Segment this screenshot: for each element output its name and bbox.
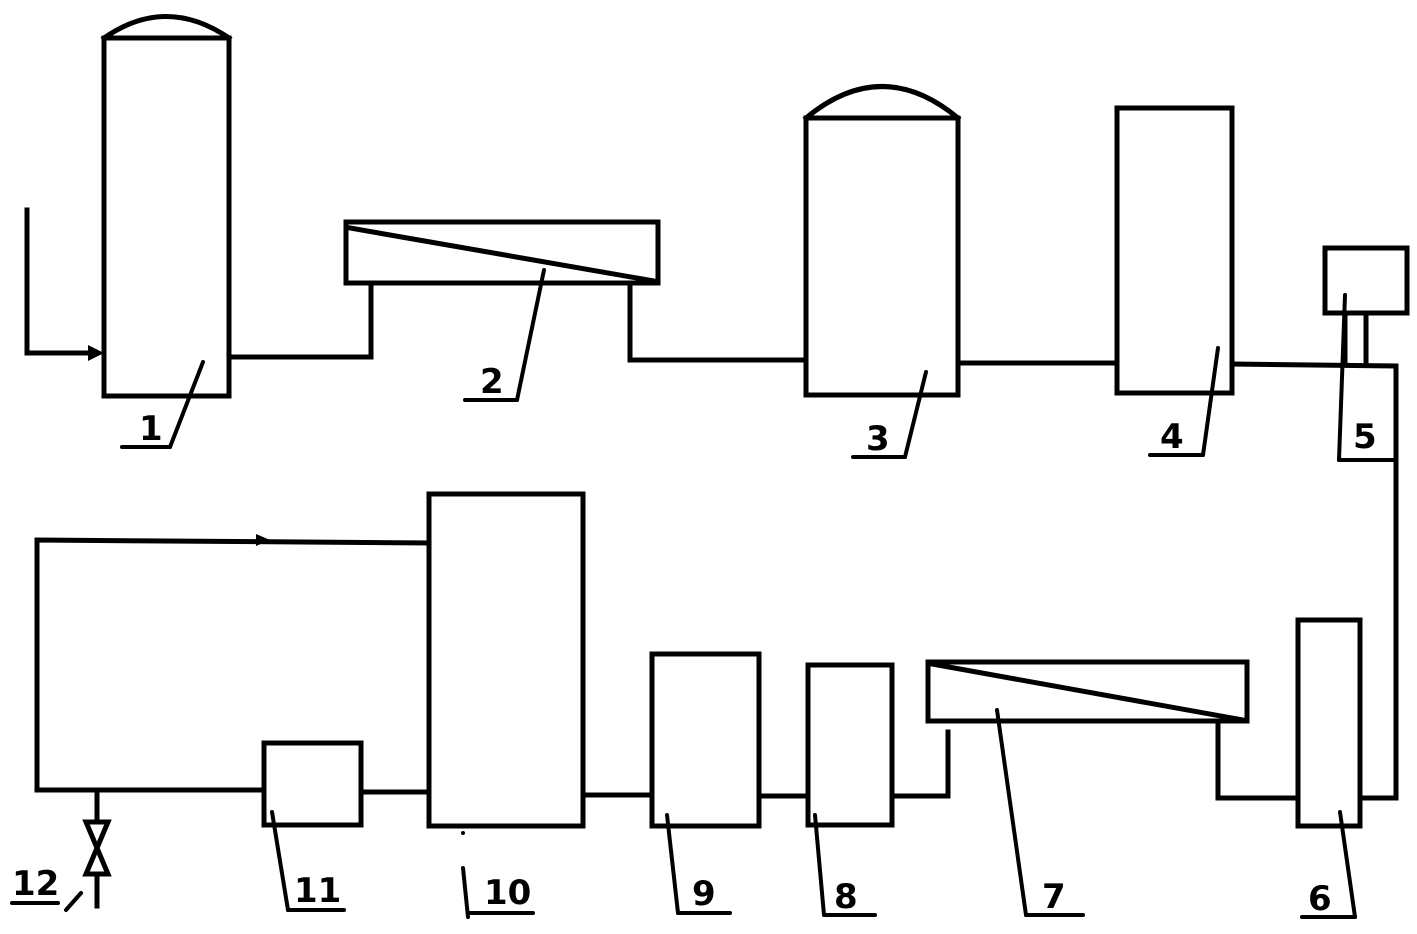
unit-10-tank: [426, 491, 586, 829]
pipe-1-2: [226, 280, 374, 360]
label-7: 7: [1042, 877, 1066, 917]
pipe-4-5: [1229, 361, 1399, 801]
pipe-2-3: [627, 280, 809, 363]
unit-9-tank: [649, 651, 762, 829]
leader-3: [903, 370, 928, 459]
leader-12: [64, 891, 83, 912]
leader-9: [665, 813, 680, 915]
recycle-loop-line: [34, 534, 432, 793]
leader-4: [1201, 346, 1220, 457]
leader-10: [461, 866, 470, 919]
label-8: 8: [834, 877, 858, 917]
unit-8-tank: [805, 662, 895, 828]
unit-7-inclined-drum: [925, 659, 1250, 724]
label-11: 11: [294, 871, 341, 911]
pipe-6-7: [1215, 719, 1301, 801]
leader-5: [1337, 293, 1347, 462]
leader-6: [1338, 810, 1357, 919]
label-3: 3: [866, 419, 890, 459]
label-4: 4: [1160, 417, 1184, 457]
unit-5-box: [1322, 245, 1410, 367]
label-10: 10: [484, 873, 531, 913]
unit-4-tank: [1114, 105, 1235, 396]
leader-11: [270, 810, 290, 912]
label-2: 2: [480, 362, 504, 402]
label-9: 9: [692, 874, 716, 914]
unit-11-box: [261, 740, 364, 828]
unit-6-column: [1295, 617, 1363, 829]
leader-2: [515, 268, 546, 402]
pipe-7-8: [889, 729, 951, 799]
leader-1: [168, 360, 205, 449]
label-5: 5: [1353, 417, 1377, 457]
unit-3-vessel: [802, 84, 962, 398]
unit-2-inclined-drum: [343, 219, 661, 286]
unit-1-vessel: [100, 14, 233, 399]
unit-10-dot: [461, 831, 465, 835]
leader-8: [813, 813, 826, 917]
feed-inlet-line: [24, 207, 104, 361]
leader-7: [995, 708, 1028, 917]
label-12: 12: [12, 864, 59, 904]
label-6: 6: [1308, 879, 1332, 919]
label-1: 1: [139, 409, 163, 449]
valve-12: [82, 787, 112, 909]
